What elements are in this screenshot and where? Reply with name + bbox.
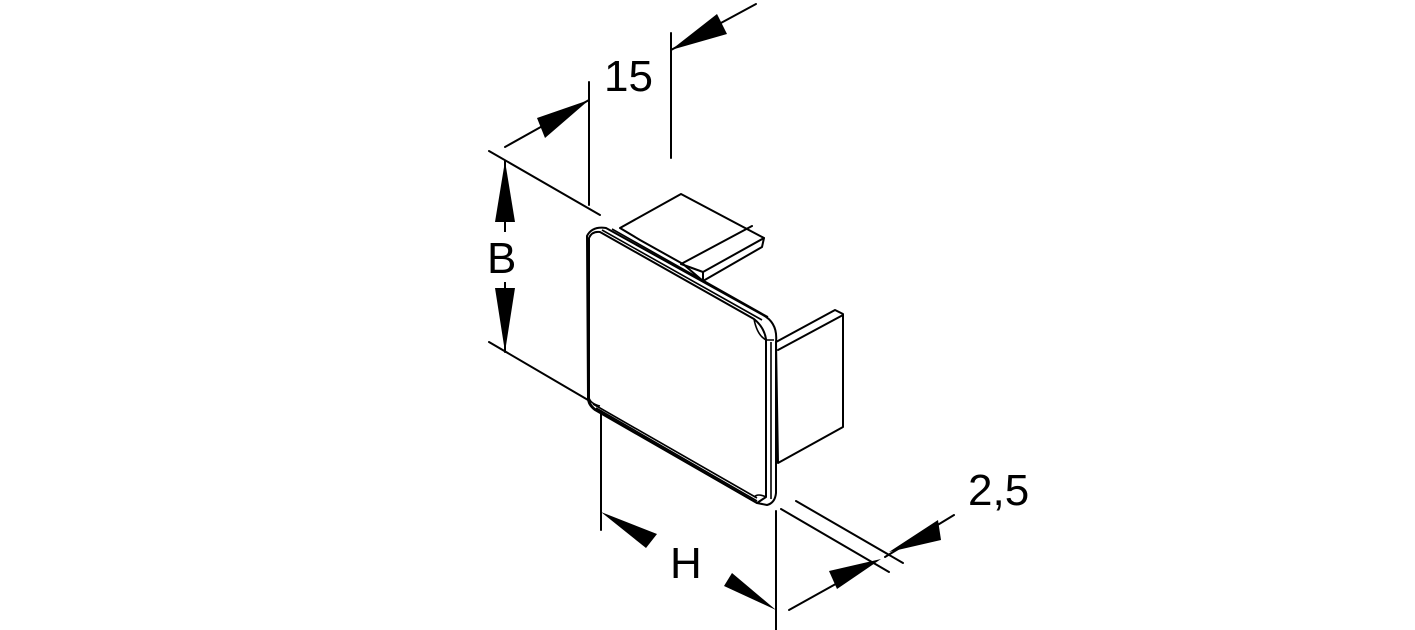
top-clip	[619, 193, 765, 282]
dimension-h: H	[600, 410, 777, 630]
dimension-15: 15	[504, 3, 757, 206]
dimension-label-15: 15	[604, 52, 653, 101]
dimension-label-b: B	[487, 234, 516, 283]
side-clip	[775, 309, 844, 464]
cap-body	[586, 226, 778, 506]
dimension-2-5: 2,5	[780, 466, 1029, 611]
dimension-label-h: H	[670, 539, 702, 588]
dimension-label-2-5: 2,5	[968, 466, 1029, 515]
dimension-b: B	[487, 150, 601, 408]
